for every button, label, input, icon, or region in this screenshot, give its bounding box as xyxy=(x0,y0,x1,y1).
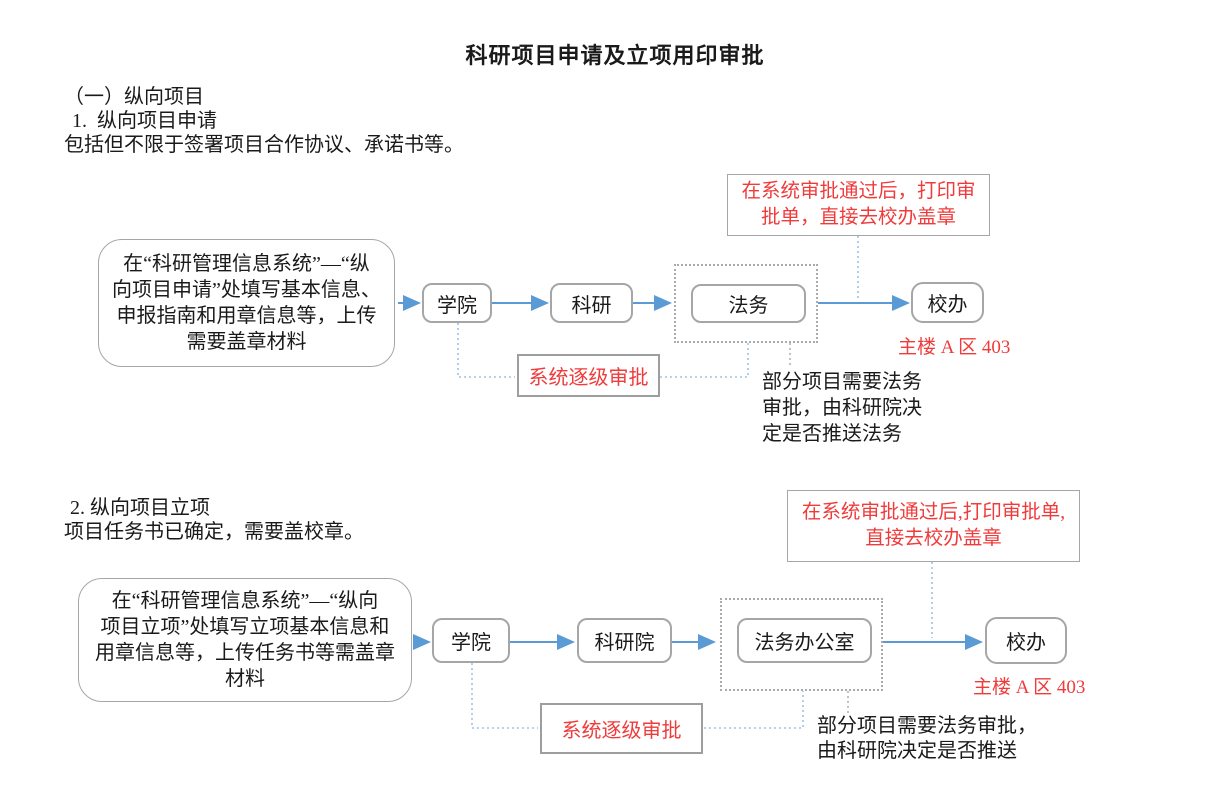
section1-location-label: 主楼 A 区 403 xyxy=(898,337,1011,358)
section2-node-college: 学院 xyxy=(432,618,510,663)
section1-heading: （一）纵向项目 xyxy=(64,86,204,108)
section1-node-college: 学院 xyxy=(422,283,492,323)
section1-note: 部分项目需要法务 审批，由科研院决 定是否推送法务 xyxy=(762,371,922,445)
section2-callout-print: 在系统审批通过后,打印审批单, 直接去校办盖章 xyxy=(787,490,1080,562)
section1-description: 包括但不限于签署项目合作协议、承诺书等。 xyxy=(64,134,464,156)
section1-callout-approval: 系统逐级审批 xyxy=(517,354,660,397)
section1-subheading: 1. 纵向项目申请 xyxy=(72,110,217,132)
page-title: 科研项目申请及立项用印审批 xyxy=(465,43,765,68)
section2-note: 部分项目需要法务审批， 由科研院决定是否推送 xyxy=(817,715,1037,762)
section1-node-school-office: 校办 xyxy=(911,282,984,323)
section1-callout-print: 在系统审批通过后，打印审 批单，直接去校办盖章 xyxy=(727,174,990,236)
section2-node-legal-office: 法务办公室 xyxy=(737,618,872,663)
section2-description: 项目任务书已确定，需要盖校章。 xyxy=(64,521,364,543)
section2-node-research-institute: 科研院 xyxy=(577,618,672,663)
section2-start-box: 在“科研管理信息系统”—“纵向 项目立项”处填写立项基本信息和 用章信息等，上传… xyxy=(78,578,412,702)
section1-legal-optional-frame xyxy=(674,264,818,343)
section2-callout-approval: 系统逐级审批 xyxy=(540,703,703,754)
section1-node-research: 科研 xyxy=(550,283,633,323)
section1-node-legal: 法务 xyxy=(691,284,806,323)
section2-location-label: 主楼 A 区 403 xyxy=(973,677,1086,698)
section2-legal-optional-frame xyxy=(720,598,883,691)
section1-start-box: 在“科研管理信息系统”—“纵 向项目申请”处填写基本信息、 申报指南和用章信息等… xyxy=(98,239,395,367)
section2-node-school-office: 校办 xyxy=(985,617,1067,664)
section2-heading: 2. 纵向项目立项 xyxy=(70,497,210,519)
